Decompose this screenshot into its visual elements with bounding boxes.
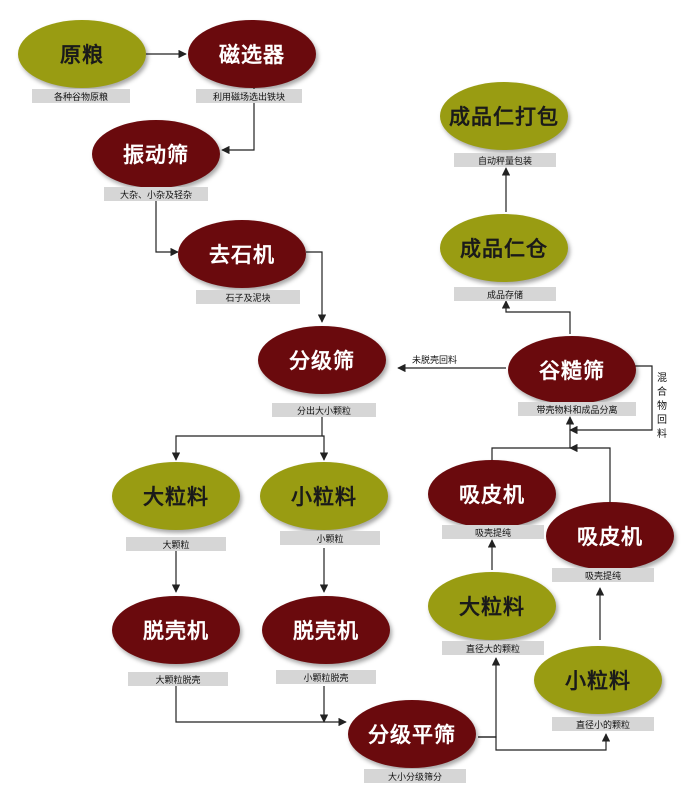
label-huller-2: 小颗粒脱壳 (276, 670, 376, 684)
label-kernel-packing: 自动秤量包装 (454, 153, 556, 167)
node-grading-flat-screen: 分级平筛 (348, 700, 476, 768)
node-huller-2: 脱壳机 (262, 596, 390, 664)
label-aspirator-2: 吸壳提纯 (552, 568, 654, 582)
label-paddy-separator: 带壳物料和成品分离 (518, 402, 636, 416)
label-grading-screen: 分出大小颗粒 (272, 403, 376, 417)
node-large-grain-1: 大粒料 (112, 462, 240, 530)
label-kernel-bin: 成品存储 (454, 287, 556, 301)
edge-paddy-to-bin (501, 300, 571, 334)
label-small-grain-1: 小颗粒 (280, 531, 380, 545)
node-aspirator-1: 吸皮机 (428, 460, 556, 528)
label-magnetic-separator: 利用磁场选出铁块 (196, 89, 302, 103)
label-vibrating-screen: 大杂、小杂及轻杂 (104, 187, 208, 201)
label-huller-1: 大颗粒脱壳 (128, 672, 228, 686)
node-destoner: 去石机 (178, 220, 306, 288)
node-huller-1: 脱壳机 (112, 596, 240, 664)
node-small-grain-1: 小粒料 (260, 462, 388, 530)
node-small-grain-2: 小粒料 (534, 646, 662, 714)
node-paddy-separator: 谷糙筛 (508, 336, 636, 404)
label-raw-grain: 各种谷物原粮 (32, 89, 130, 103)
edge-grading-split-small (319, 435, 329, 461)
edge-aspirator2-to-paddy (569, 443, 611, 502)
node-raw-grain: 原粮 (18, 20, 146, 88)
node-magnetic-separator: 磁选器 (188, 20, 316, 88)
node-vibrating-screen: 振动筛 (92, 120, 220, 188)
edge-mixed-return (569, 365, 653, 435)
label-large-grain-1: 大颗粒 (126, 537, 226, 551)
node-aspirator-2: 吸皮机 (546, 502, 674, 570)
edge-label-mixed-return: 混合物回料 (657, 373, 667, 440)
node-kernel-packing: 成品仁打包 (440, 82, 568, 150)
edge-aspirator1-to-paddy (491, 416, 575, 460)
edge-magnetic-to-vibrating (221, 88, 255, 155)
label-aspirator-1: 吸壳提纯 (442, 525, 544, 539)
label-small-grain-2: 直径小的颗粒 (552, 717, 654, 731)
label-grading-flat-screen: 大小分级筛分 (364, 769, 466, 783)
edge-huller1-to-flat (175, 686, 347, 727)
edge-destoner-to-grading (306, 251, 327, 323)
edge-flat-to-large2 (478, 657, 501, 738)
label-destoner: 石子及泥块 (196, 290, 300, 304)
edge-grading-split-large (171, 416, 323, 461)
node-kernel-bin: 成品仁仓 (440, 214, 568, 282)
node-large-grain-2: 大粒料 (428, 572, 556, 640)
edge-flat-to-small2 (478, 733, 611, 751)
node-grading-screen: 分级筛 (258, 326, 386, 394)
label-large-grain-2: 直径大的颗粒 (442, 641, 544, 655)
edge-label-unhulled-return: 未脱壳回料 (412, 356, 458, 366)
